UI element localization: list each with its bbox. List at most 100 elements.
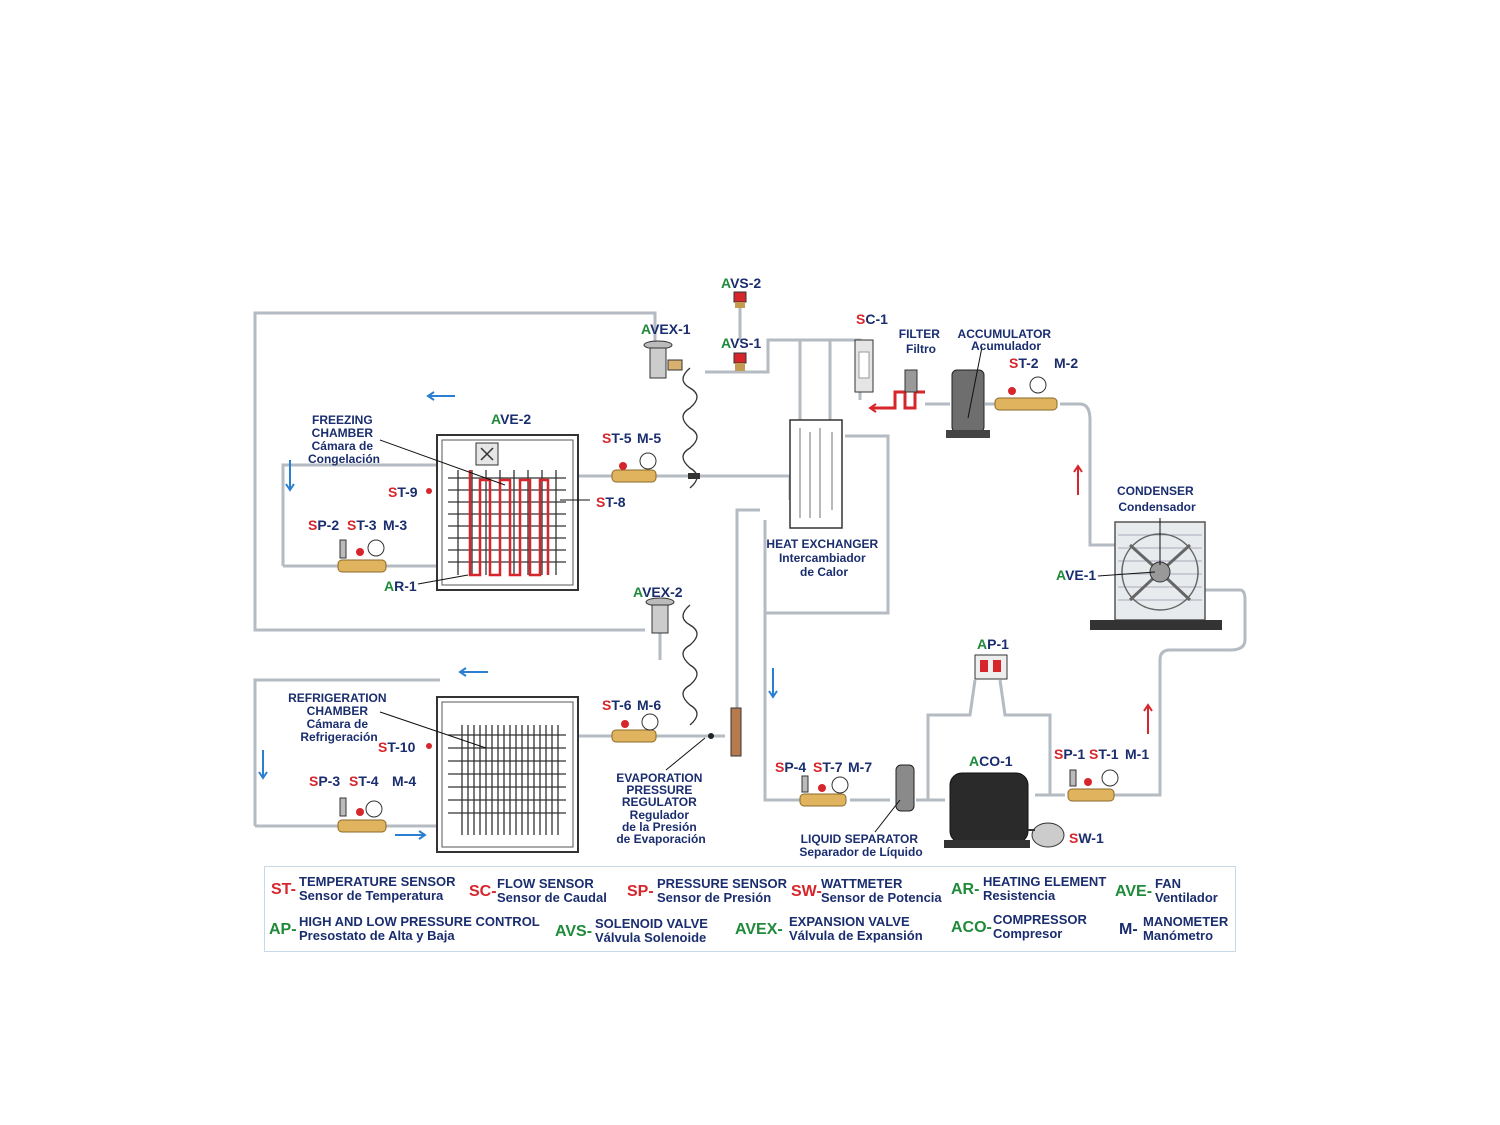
legend: ST- TEMPERATURE SENSOR Sensor de Tempera… [264, 866, 1236, 952]
legend-en: PRESSURE SENSOR [657, 876, 788, 891]
legend-en: TEMPERATURE SENSOR [299, 874, 456, 889]
legend-code: SP- [627, 883, 654, 900]
sensor-cluster-sp1-st1-m1 [1067, 769, 1119, 802]
legend-code: AVEX- [735, 921, 783, 938]
legend-es: Válvula Solenoide [595, 930, 707, 945]
legend-en: HIGH AND LOW PRESSURE CONTROL [299, 914, 540, 929]
m-4-label: M-4 [392, 773, 416, 789]
avex-2-expansion-valve [645, 597, 698, 726]
accumulator [946, 369, 990, 438]
legend-en: HEATING ELEMENT [983, 874, 1107, 889]
avs-1-solenoid-valve [733, 352, 747, 371]
avs-2-solenoid-valve [733, 291, 747, 308]
aco-1-label: ACO-1 [969, 753, 1013, 769]
legend-es: Sensor de Potencia [821, 890, 942, 905]
st-6-label: ST-6 [602, 697, 632, 713]
st-4-label: ST-4 [349, 773, 379, 789]
condenser [1090, 521, 1222, 630]
legend-code: ST- [271, 881, 296, 898]
evaporation-regulator-caption: EVAPORATION PRESSURE REGULATOR Regulador… [616, 771, 706, 846]
st-3-label: ST-3 [347, 517, 377, 533]
refrigeration-chamber-caption: REFRIGERATION CHAMBER Cámara de Refriger… [288, 691, 390, 744]
legend-code: AR- [951, 881, 980, 898]
ave-2-label: AVE-2 [491, 411, 531, 427]
ave-1-label: AVE-1 [1056, 567, 1096, 583]
ap-1-label: AP-1 [977, 636, 1009, 652]
st-10-label: ST-10 [378, 739, 416, 755]
legend-es: Válvula de Expansión [789, 928, 923, 943]
filter-caption: FILTER Filtro [899, 327, 943, 356]
legend-es: Sensor de Presión [657, 890, 772, 905]
m-3-label: M-3 [383, 517, 407, 533]
st-10-sensor [426, 743, 432, 749]
legend-code: SC- [469, 883, 497, 900]
ap-1-pressure-control [974, 654, 1008, 680]
legend-code: AP- [269, 921, 297, 938]
sensor-cluster-st5-m5 [611, 452, 700, 483]
sc-1-flow-sensor [854, 339, 874, 393]
avex-2-label: AVEX-2 [633, 584, 683, 600]
m-6-label: M-6 [637, 697, 661, 713]
legend-code: AVE- [1115, 883, 1153, 900]
legend-en: MANOMETER [1143, 914, 1229, 929]
liquid-separator-caption: LIQUID SEPARATOR Separador de Líquido [799, 832, 922, 859]
sw-1-label: SW-1 [1069, 830, 1104, 846]
legend-code: ACO- [951, 919, 992, 936]
legend-code: AVS- [555, 923, 593, 940]
heat-exchanger [789, 419, 843, 529]
refrigeration-coil [448, 725, 566, 835]
legend-es: Manómetro [1143, 928, 1214, 943]
st-8-label: ST-8 [596, 494, 626, 510]
legend-es: Resistencia [983, 888, 1056, 903]
sensor-cluster-st6-m6 [611, 713, 659, 743]
heat-exchanger-caption: HEAT EXCHANGER Intercambiador de Calor [766, 537, 881, 579]
condenser-caption: CONDENSER Condensador [1117, 484, 1197, 514]
st-2-label: ST-2 [1009, 355, 1039, 371]
flow-arrows [258, 391, 1153, 840]
sensor-cluster-sp3-st4-m4 [337, 797, 387, 833]
tag-labels: AVS-2 AVS-1 AVEX-1 AVEX-2 SC-1 AVE-2 AVE… [308, 275, 1149, 846]
accumulator-caption: ACCUMULATOR Acumulador [958, 327, 1055, 353]
legend-es: Ventilador [1155, 890, 1218, 905]
sw-1-wattmeter [1031, 822, 1065, 848]
freezing-chamber-caption: FREEZING CHAMBER Cámara de Congelación [308, 413, 380, 466]
refrigeration-chamber [436, 696, 579, 853]
legend-code: SW- [791, 883, 822, 900]
freezing-coil [448, 470, 566, 575]
sensor-cluster-st2-m2 [994, 376, 1058, 411]
m-7-label: M-7 [848, 759, 872, 775]
aco-1-compressor [944, 772, 1065, 848]
leader-lines [379, 346, 1161, 833]
sc-1-label: SC-1 [856, 311, 888, 327]
avs-1-label: AVS-1 [721, 335, 761, 351]
st-9-label: ST-9 [388, 484, 418, 500]
evaporation-pressure-regulator [708, 707, 742, 757]
sensor-cluster-sp4-st7-m7 [799, 775, 849, 807]
sp-1-label: SP-1 [1054, 746, 1085, 762]
pipe-network [253, 300, 1247, 828]
freezing-chamber [436, 434, 579, 591]
ar-1-heating-element [468, 470, 550, 577]
legend-es: Compresor [993, 926, 1063, 941]
ar-1-label: AR-1 [384, 578, 417, 594]
legend-es: Presostato de Alta y Baja [299, 928, 455, 943]
avex-1-label: AVEX-1 [641, 321, 691, 337]
avs-2-label: AVS-2 [721, 275, 761, 291]
sensor-cluster-sp2-st3-m3 [337, 539, 387, 573]
legend-en: COMPRESSOR [993, 912, 1087, 927]
legend-es: Sensor de Temperatura [299, 888, 444, 903]
m-2-label: M-2 [1054, 355, 1078, 371]
legend-en: FAN [1155, 876, 1181, 891]
legend-en: EXPANSION VALVE [789, 914, 910, 929]
legend-es: Sensor de Caudal [497, 890, 607, 905]
sp-3-label: SP-3 [309, 773, 340, 789]
component-captions: FREEZING CHAMBER Cámara de Congelación R… [288, 327, 1197, 859]
legend-en: SOLENOID VALVE [595, 916, 708, 931]
sp-4-label: SP-4 [775, 759, 806, 775]
st-1-label: ST-1 [1089, 746, 1119, 762]
filter [904, 369, 918, 393]
m-5-label: M-5 [637, 430, 661, 446]
avex-1-expansion-valve [643, 340, 698, 489]
liquid-separator [895, 764, 915, 812]
